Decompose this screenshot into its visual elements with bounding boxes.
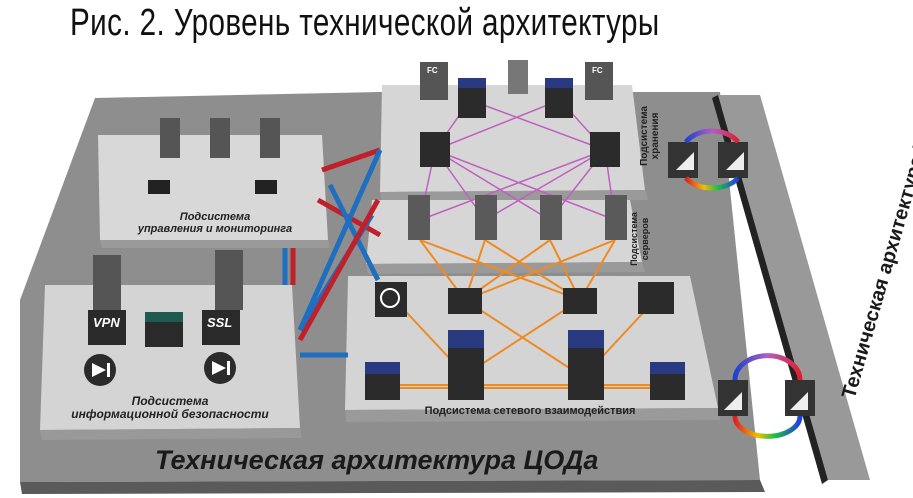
management-label-line2: управления и мониторинга (137, 223, 293, 235)
storage-devices (420, 60, 620, 167)
fc-storage-label-1: FC (427, 66, 438, 75)
fc-storage-label-2: FC (592, 66, 603, 75)
base-platform-label: Техническая архитектура ЦОДа (155, 445, 599, 475)
figure-title: Рис. 2. Уровень технической архитектуры (70, 2, 660, 44)
network-subsystem-label: Подсистема сетевого взаимодействия (424, 405, 636, 417)
management-subsystem-label: Подсистема управления и мониторинга (110, 211, 320, 235)
rcod-links (668, 128, 815, 439)
servers-panel (366, 200, 642, 264)
security-subsystem-label: Подсистема информационной безопасности (45, 395, 295, 421)
interconnect-cables (282, 147, 383, 358)
management-label-line1: Подсистема (179, 211, 251, 223)
servers-subsystem-label: Подсистема серверов (629, 199, 651, 279)
servers-label-line1: Подсистема (629, 212, 639, 266)
management-devices (148, 118, 280, 194)
storage-subsystem-label: Подсистема хранения (639, 86, 661, 186)
storage-label-line1: Подсистема (639, 106, 650, 166)
storage-label-line2: хранения (650, 112, 661, 160)
security-label-line1: Подсистема (131, 394, 209, 408)
rcod-bar (718, 95, 870, 480)
server-racks (408, 195, 627, 240)
vpn-device-label: VPN (93, 315, 120, 330)
management-panel (98, 135, 328, 240)
ssl-device-label: SSL (207, 315, 233, 330)
security-label-line2: информационной безопасности (71, 407, 269, 421)
network-devices (365, 282, 685, 400)
security-devices (84, 250, 243, 386)
servers-label-line2: серверов (640, 217, 650, 261)
